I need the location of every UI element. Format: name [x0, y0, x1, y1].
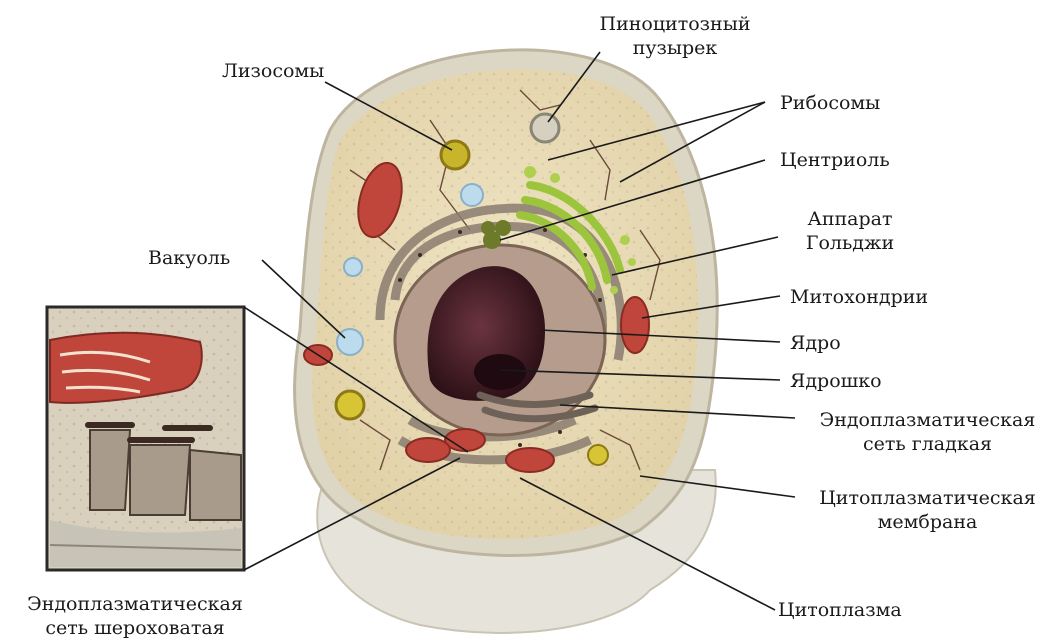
label-rough-er-line1: Эндоплазматическая	[0, 592, 270, 616]
label-centriole: Центриоль	[780, 148, 890, 172]
label-smooth-er-line2: сеть гладкая	[795, 432, 1060, 456]
label-rough-er: Эндоплазматическая сеть шероховатая	[0, 592, 270, 640]
inset-panel	[47, 307, 244, 570]
pinocytic-vesicle	[531, 114, 559, 142]
label-nucleus: Ядро	[790, 331, 841, 355]
lysosome	[336, 391, 364, 419]
lysosome	[588, 445, 608, 465]
label-smooth-er-line1: Эндоплазматическая	[795, 408, 1060, 432]
vacuole	[337, 329, 363, 355]
label-golgi-line1: Аппарат	[790, 207, 910, 231]
label-vacuole: Вакуоль	[148, 246, 230, 270]
nucleolus	[474, 354, 526, 390]
label-membrane-line1: Цитоплазматическая	[795, 486, 1060, 510]
label-lysosomes: Лизосомы	[222, 59, 324, 83]
label-rough-er-line2: сеть шероховатая	[0, 616, 270, 640]
label-nucleolus: Ядрошко	[790, 369, 882, 393]
label-pinocytic-vesicle: Пиноцитозный пузырек	[575, 12, 775, 60]
label-cytoplasm: Цитоплазма	[778, 598, 902, 622]
label-mitochondria: Митохондрии	[790, 285, 928, 309]
lysosome	[441, 141, 469, 169]
label-golgi-line2: Гольджи	[790, 231, 910, 255]
vacuole	[461, 184, 483, 206]
vacuole	[344, 258, 362, 276]
label-membrane: Цитоплазматическая мембрана	[795, 486, 1060, 534]
label-golgi: Аппарат Гольджи	[790, 207, 910, 255]
label-smooth-er: Эндоплазматическая сеть гладкая	[795, 408, 1060, 456]
label-pinocytic-line1: Пиноцитозный	[575, 12, 775, 36]
label-pinocytic-line2: пузырек	[575, 36, 775, 60]
label-ribosomes: Рибосомы	[780, 91, 880, 115]
label-membrane-line2: мембрана	[795, 510, 1060, 534]
